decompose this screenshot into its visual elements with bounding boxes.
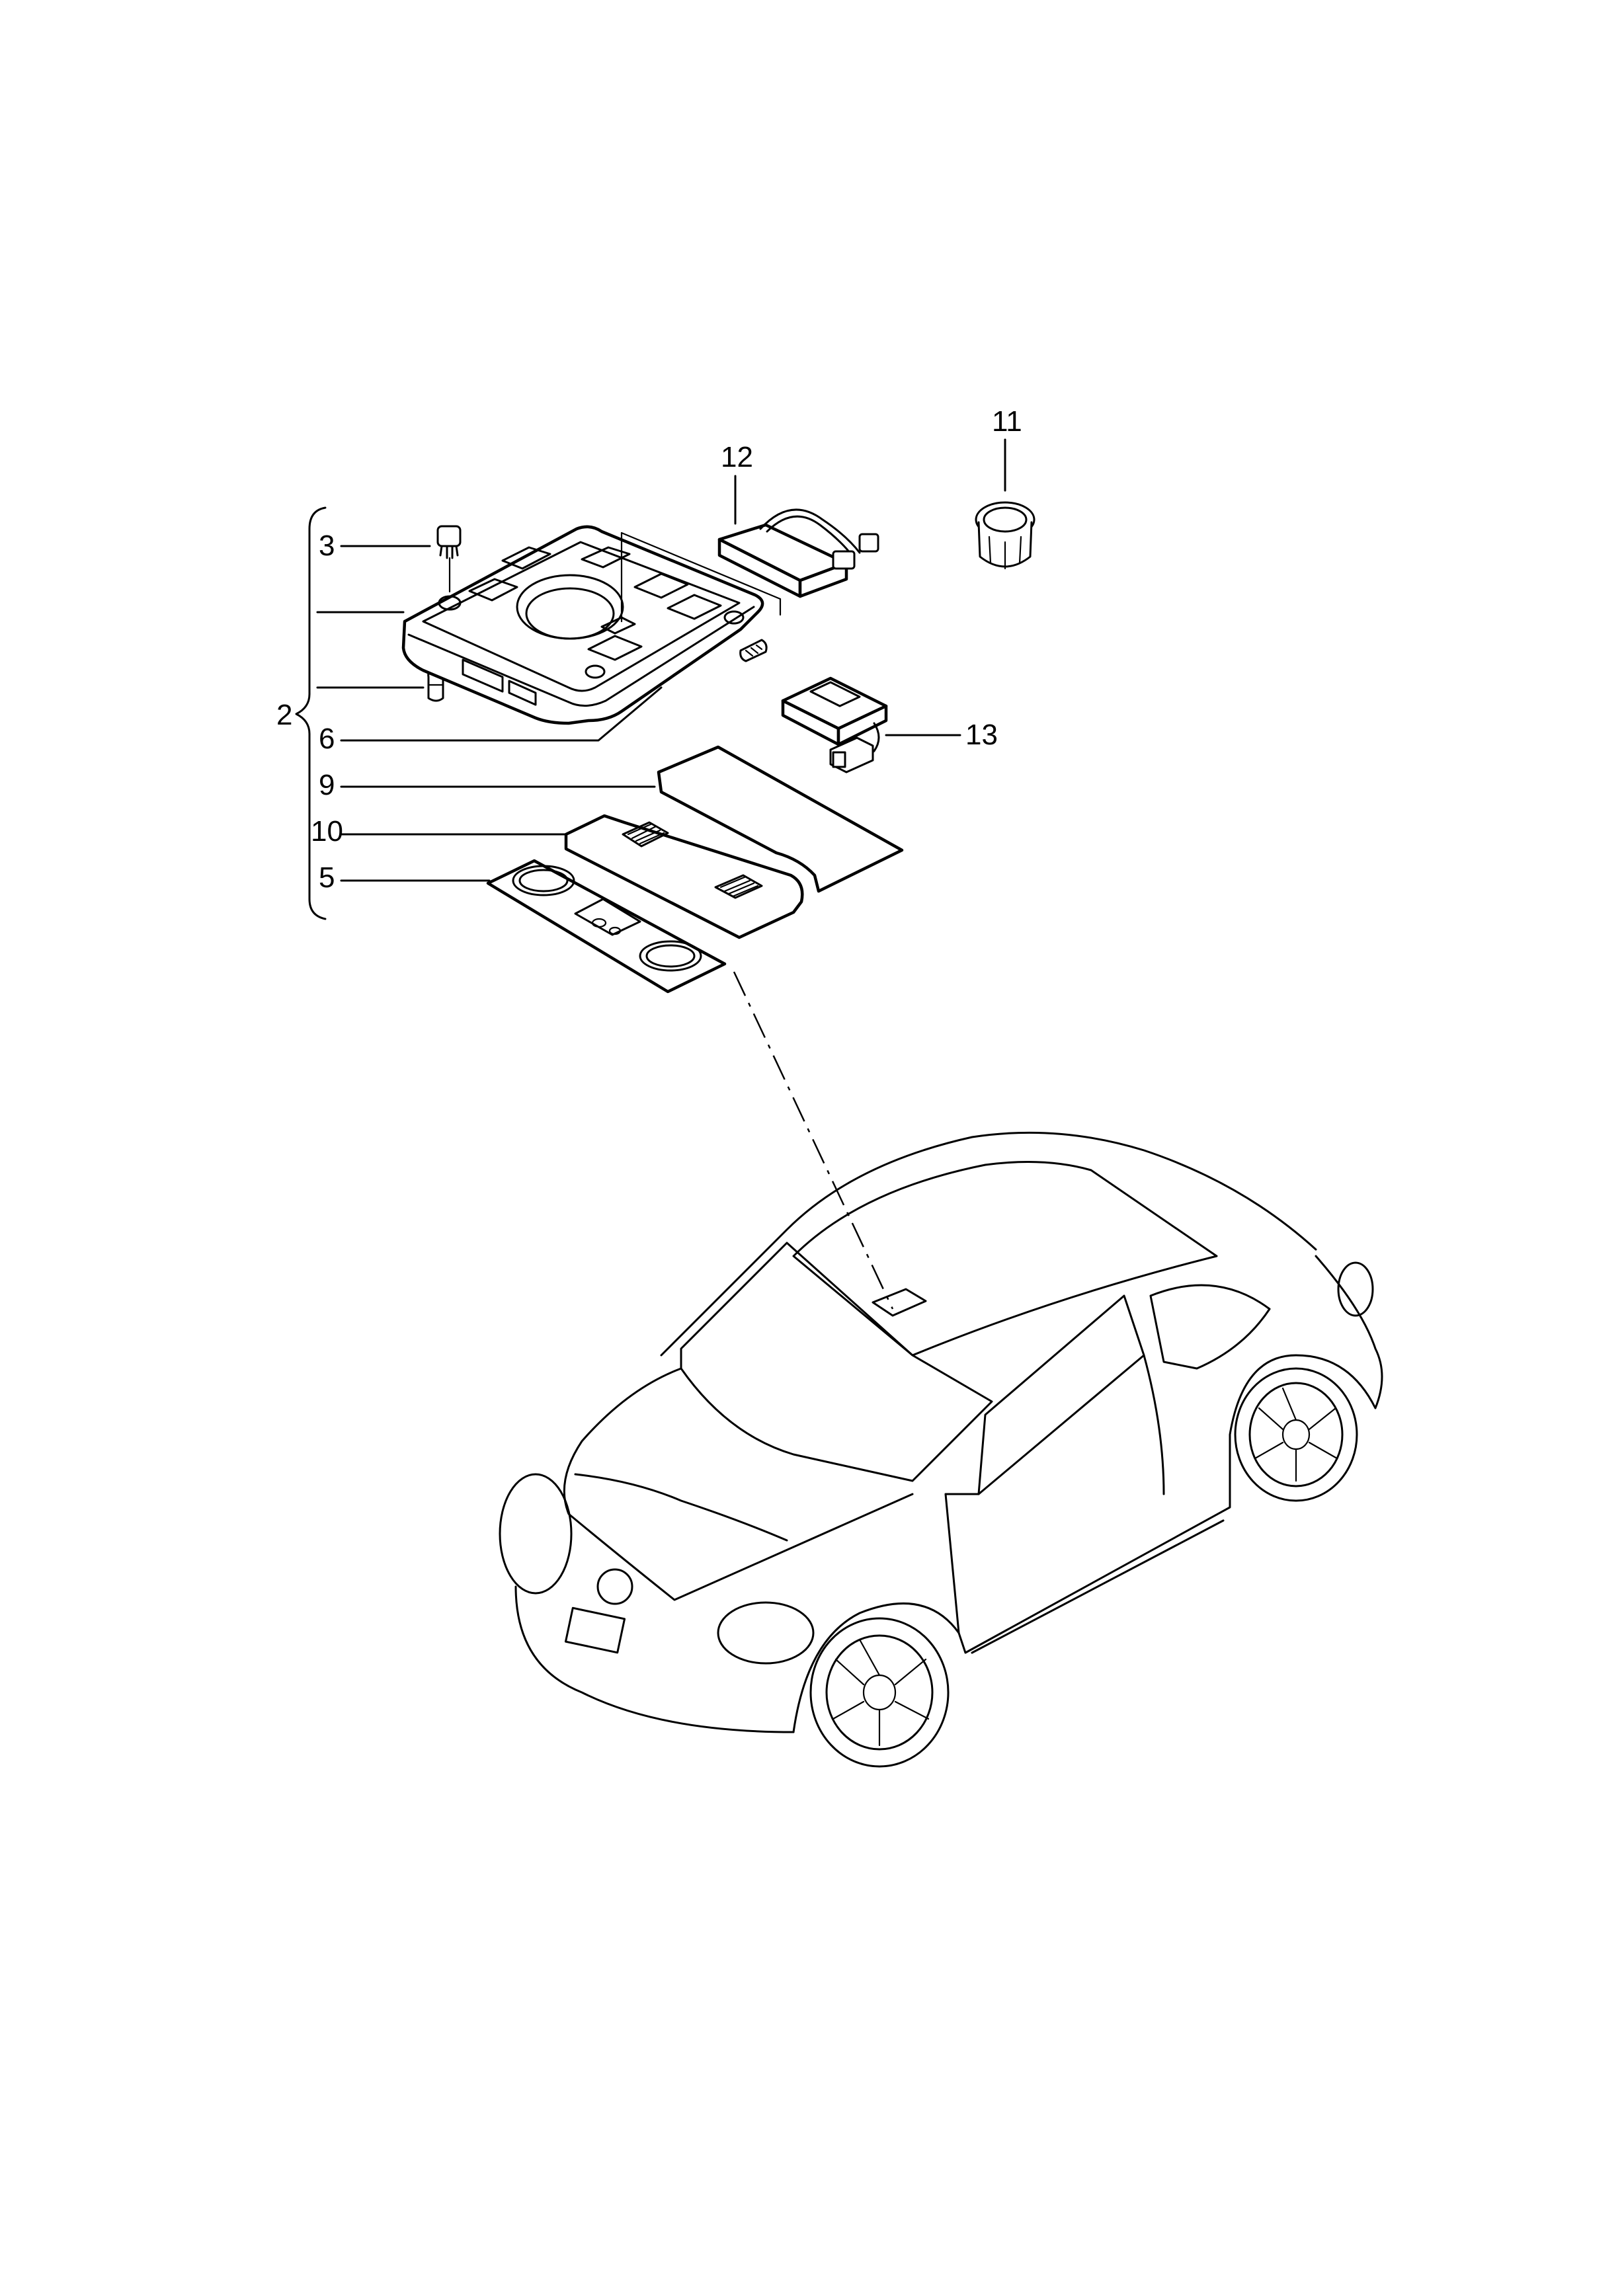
callout-3: 3 (319, 530, 335, 562)
part-2-roof-console (401, 525, 782, 725)
callout-10: 10 (311, 815, 343, 848)
callout-13: 13 (965, 719, 998, 751)
callout-11: 11 (992, 405, 1022, 438)
part-12-module (717, 508, 879, 598)
part-10-trim-panel (564, 814, 804, 939)
part-13-control-unit (781, 676, 888, 773)
callout-2: 2 (276, 699, 292, 731)
screw (739, 639, 768, 662)
leader-lines (316, 438, 1006, 1310)
part-5-front-trim (486, 859, 727, 994)
callout-5: 5 (319, 861, 335, 894)
callout-6: 6 (319, 723, 335, 755)
part-3-bulb-socket (436, 525, 462, 593)
part-11-lamp (975, 501, 1035, 570)
group-bracket (295, 506, 327, 920)
callout-12: 12 (721, 441, 753, 473)
part-9-headliner-pad (657, 745, 904, 893)
car-illustration (499, 1131, 1383, 1768)
callout-9: 9 (319, 769, 335, 801)
